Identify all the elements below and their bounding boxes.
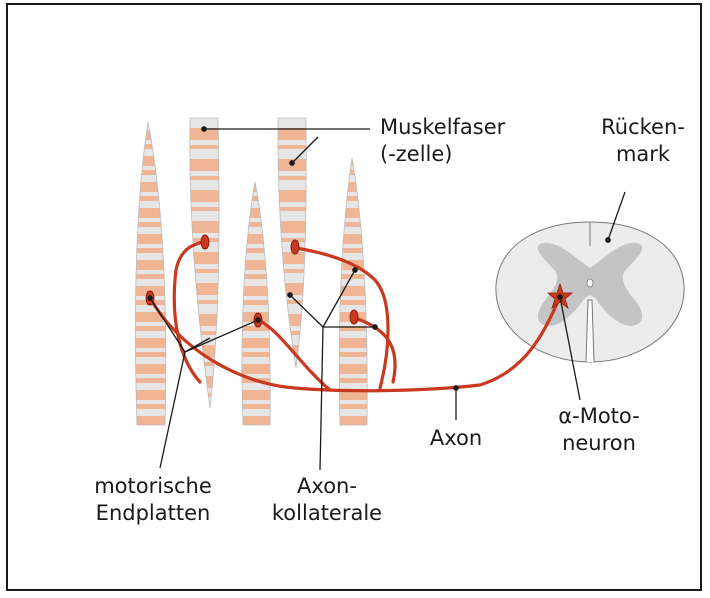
central-canal bbox=[587, 279, 593, 287]
spinal-cord-label-line2: mark bbox=[598, 141, 688, 168]
endplates-label-line2: Endplatten bbox=[78, 500, 228, 527]
collaterals-label-line1: Axon- bbox=[262, 473, 392, 500]
leader-motoneuron-dot bbox=[558, 295, 562, 299]
motoneuron-label-line2: neuron bbox=[544, 430, 654, 457]
leader-collaterals-stem bbox=[320, 327, 323, 470]
leader-muscle-fiber-b-dot bbox=[290, 161, 294, 165]
muscle-fiber-label-line2: (-zelle) bbox=[380, 141, 453, 168]
leader-spinal-cord-dot bbox=[606, 238, 610, 242]
leader-axon-dot bbox=[454, 386, 458, 390]
motor-endplate-2 bbox=[201, 235, 209, 249]
leader-collaterals-dot-1 bbox=[288, 293, 292, 297]
motor-endplate-5 bbox=[350, 310, 358, 324]
muscle-fiber-2 bbox=[190, 118, 219, 408]
muscle-fiber-3 bbox=[242, 182, 270, 425]
motoneuron-label-line1: α-Moto- bbox=[544, 403, 654, 430]
leader-endplates-dot-2 bbox=[256, 318, 260, 322]
endplates-label-line1: motorische bbox=[78, 473, 228, 500]
muscle-fiber-1 bbox=[135, 122, 166, 425]
spinal-cord bbox=[496, 222, 684, 362]
muscle-fiber-label-line1: Muskelfaser bbox=[380, 114, 505, 141]
spinal-cord-median-fissure-ventral bbox=[586, 300, 594, 362]
spinal-cord-label-line1: Rücken- bbox=[598, 114, 688, 141]
leader-collaterals-dot-2 bbox=[353, 268, 357, 272]
collaterals-label-line2: kollaterale bbox=[262, 500, 392, 527]
leader-endplates-dot-1 bbox=[148, 296, 152, 300]
axon-label: Axon bbox=[416, 425, 496, 452]
leader-collaterals-dot-3 bbox=[373, 325, 377, 329]
motor-endplate-4 bbox=[291, 240, 299, 254]
leader-muscle-fiber-a-dot bbox=[202, 127, 206, 131]
